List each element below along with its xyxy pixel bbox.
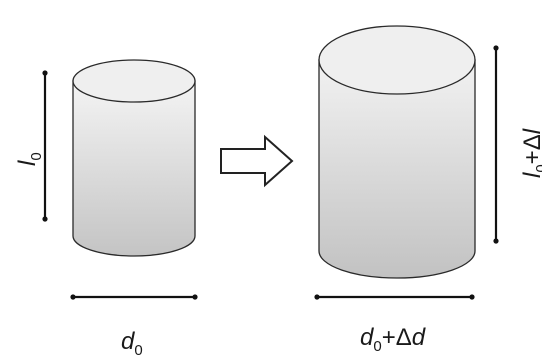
small-cylinder-body [72,80,196,257]
large-diameter-dimension [314,294,475,300]
small-height-label: l0 [14,152,45,166]
large-diameter-label: d0+Δd [360,324,426,355]
large-height-dimension [493,45,499,244]
small-cylinder [72,59,196,257]
large-cylinder [318,25,476,279]
small-diameter-label: d0 [121,328,143,358]
right-hollow-arrow-icon [220,134,294,188]
small-cylinder-top [72,59,196,103]
large-height-label: l0+Δl [519,128,542,178]
large-cylinder-body [318,59,476,279]
small-height-dimension [42,70,48,222]
small-diameter-dimension [70,294,198,300]
large-cylinder-top [318,25,476,95]
